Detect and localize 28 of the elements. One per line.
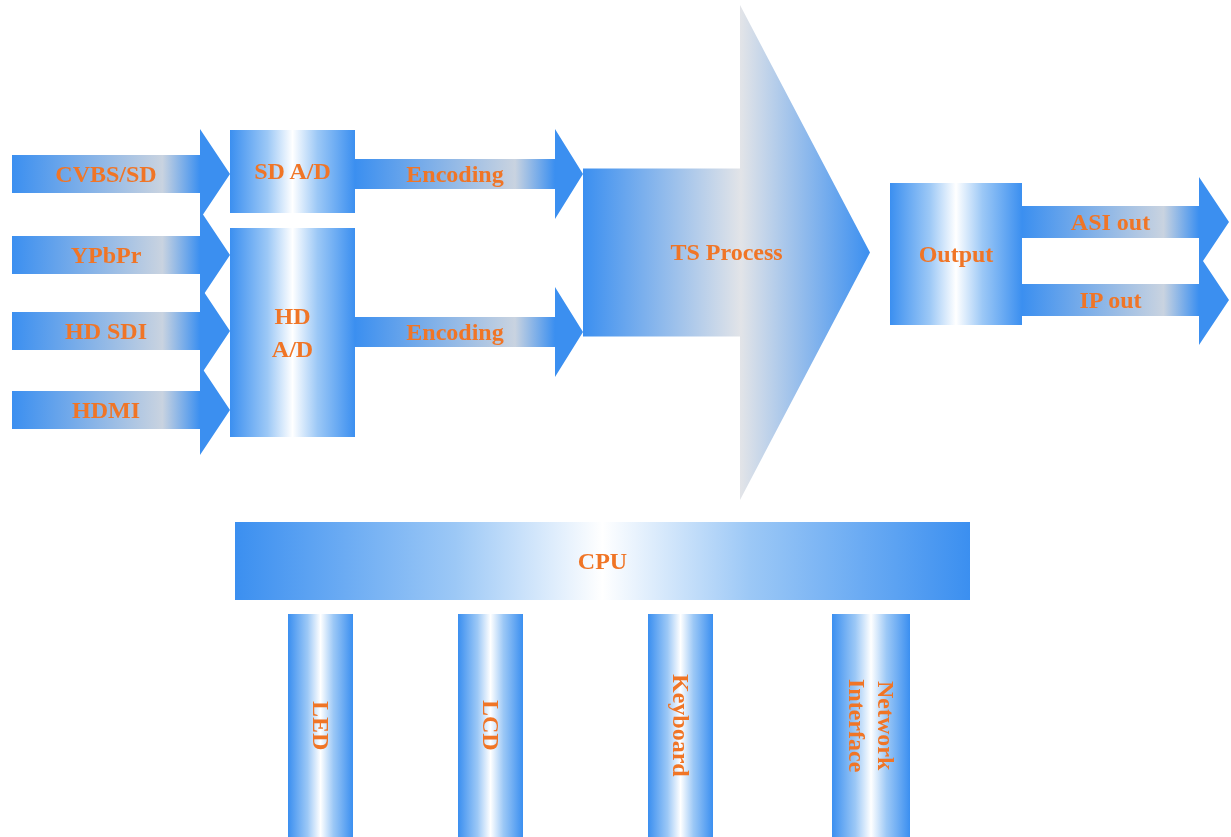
box-label: TS Process bbox=[670, 238, 783, 268]
edge-label: Encoding bbox=[406, 317, 504, 347]
interface-bar bbox=[458, 614, 523, 837]
box-label: Output bbox=[918, 239, 994, 269]
edge-label: Encoding bbox=[406, 159, 504, 189]
box-label: HD A/D bbox=[270, 302, 315, 364]
process-box bbox=[890, 183, 1022, 325]
box-label: LED bbox=[306, 700, 335, 751]
box-label: CPU bbox=[577, 546, 628, 576]
edge-label: YPbPr bbox=[70, 240, 142, 270]
edge-label: HDMI bbox=[72, 395, 140, 425]
box-label: Keyboard bbox=[666, 674, 695, 777]
interface-bar bbox=[648, 614, 713, 837]
box-label: LCD bbox=[476, 700, 505, 751]
block-arrow bbox=[355, 129, 583, 219]
edge-label: CVBS/SD bbox=[55, 159, 157, 189]
process-box bbox=[230, 228, 355, 437]
process-block bbox=[583, 5, 870, 500]
edge-label: IP out bbox=[1079, 285, 1142, 315]
block-arrow bbox=[355, 287, 583, 377]
box-label: Network Interface bbox=[843, 677, 900, 775]
interface-bar bbox=[288, 614, 353, 837]
box-label: SD A/D bbox=[254, 157, 331, 187]
edge-label: ASI out bbox=[1070, 207, 1151, 237]
process-box bbox=[230, 130, 355, 213]
process-box bbox=[235, 522, 970, 600]
interface-bar bbox=[832, 614, 910, 837]
edge-label: HD SDI bbox=[65, 316, 147, 346]
